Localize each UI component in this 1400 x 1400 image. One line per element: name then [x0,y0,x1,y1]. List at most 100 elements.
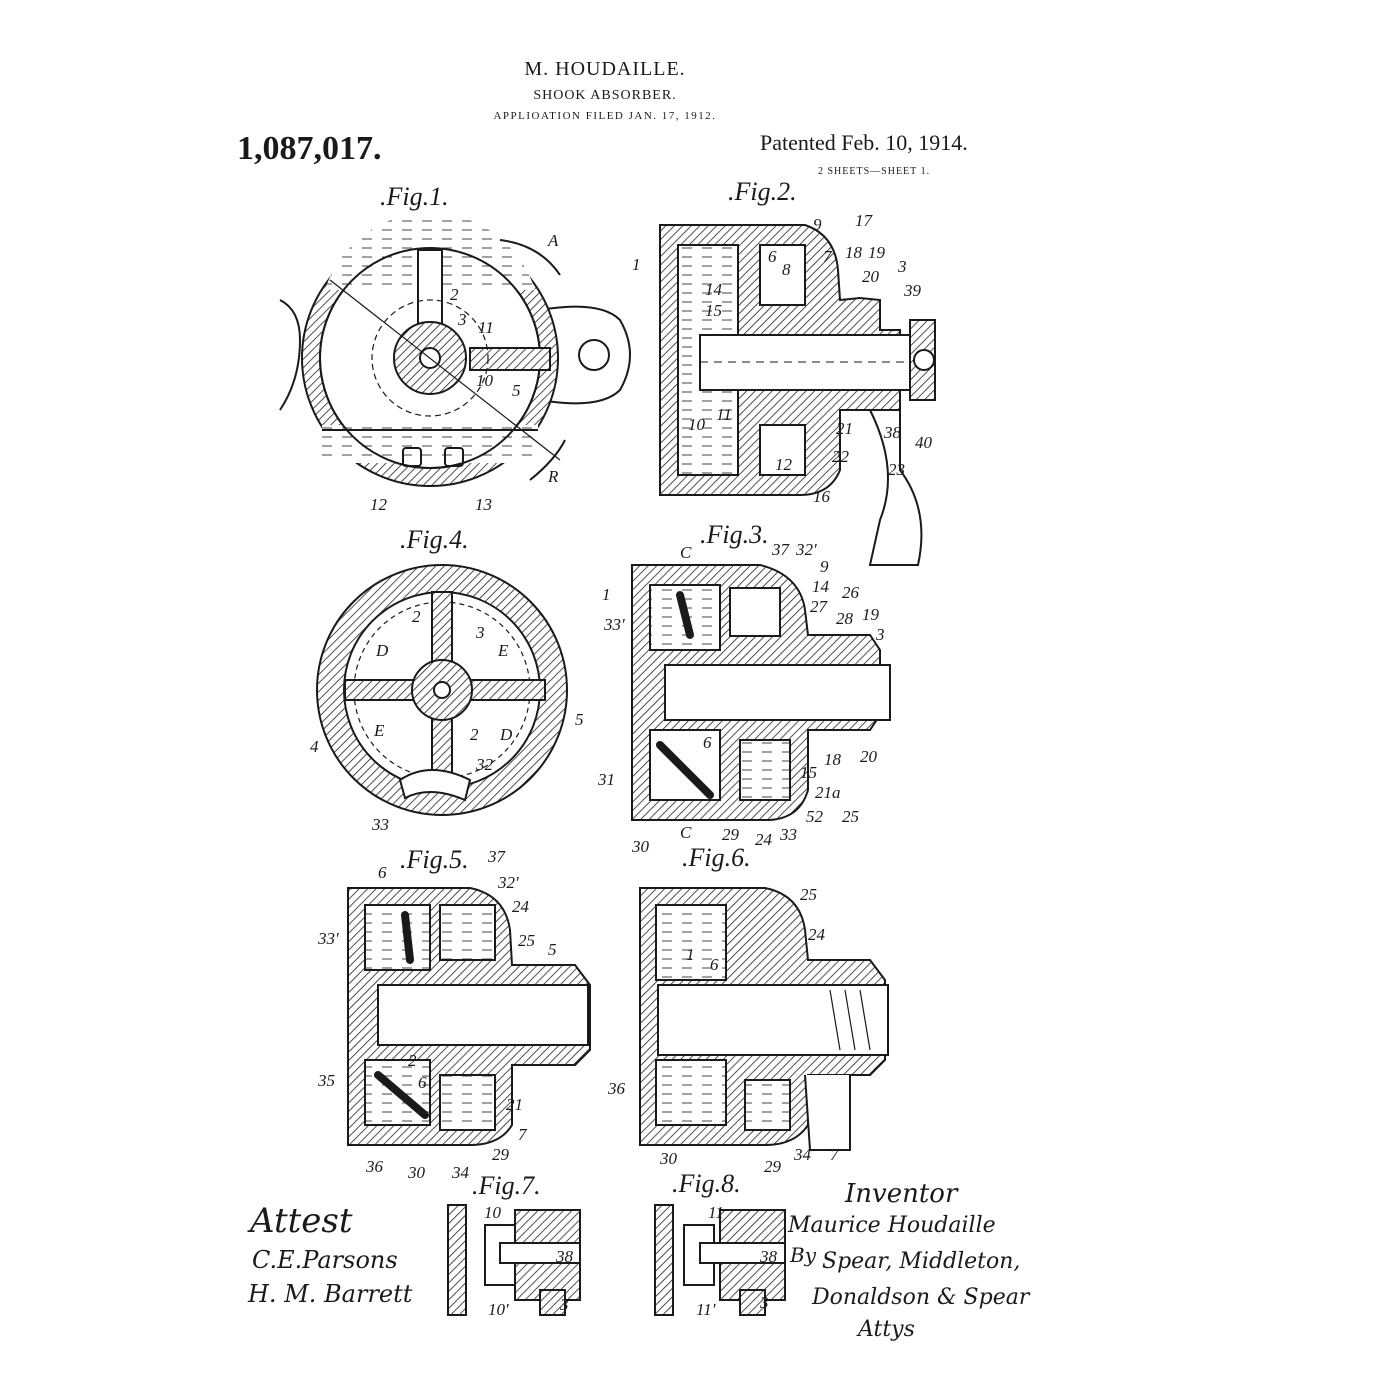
patent-date: Patented Feb. 10, 1914. [760,130,968,155]
application-filed: APPLIOATION FILED JAN. 17, 1912. [493,110,717,122]
ref-label: 11 [708,1203,724,1222]
fig2-label: .Fig.2. [728,177,797,206]
ref-label: 6 [710,955,719,974]
ref-label: 39 [903,281,922,300]
fig6-label: .Fig.6. [682,843,751,872]
ref-label: 30 [659,1149,678,1168]
ref-label: 2 [412,607,421,626]
ref-label: 24 [755,830,773,849]
ref-label: 37 [487,847,507,866]
ref-label: 5 [512,381,521,400]
ref-label: 28 [836,609,854,628]
fig6-drawing [639,887,889,1151]
ref-label: 15 [705,301,722,320]
ref-label: 6 [418,1073,427,1092]
ref-label: 34 [451,1163,470,1182]
ref-label: 24 [512,897,530,916]
ref-label: A [547,231,559,250]
ref-label: 18 [824,750,842,769]
fig5-drawing [347,887,591,1146]
attorney-by: By [789,1243,817,1267]
ref-label: 6 [378,863,387,882]
inventor-signature: Maurice Houdaille [787,1213,996,1238]
fig4-drawing [316,564,568,816]
ref-label: 14 [705,280,723,299]
ref-label: 33' [317,929,339,948]
ref-label: 11 [716,405,732,424]
ref-label: 3 [759,1293,769,1312]
ref-label: 19 [868,243,886,262]
ref-label: 15 [800,763,817,782]
ref-label: 32 [475,755,494,774]
ref-label: 38 [555,1247,574,1266]
ref-label: 32' [795,540,817,559]
witness-signature-1: C.E.Parsons [252,1246,398,1274]
ref-label: D [499,725,513,744]
ref-label: 3 [475,623,485,642]
ref-label: 12 [370,495,388,514]
inventor-label: Inventor [844,1179,959,1209]
ref-label: 9 [820,557,829,576]
ref-label: 52 [806,807,824,826]
ref-label: 10 [484,1203,502,1222]
ref-label: C [680,823,692,842]
ref-label: E [373,721,385,740]
ref-label: 9 [813,215,822,234]
ref-label: 40 [915,433,933,452]
ref-label: C [680,543,692,562]
ref-label: 7 [823,247,833,266]
ref-label: 14 [812,577,830,596]
ref-label: 1 [632,255,641,274]
fig1-label: .Fig.1. [380,182,449,211]
ref-label: 6 [703,733,712,752]
ref-label: 10 [688,415,706,434]
ref-label: E [497,641,509,660]
ref-label: D [375,641,389,660]
ref-label: 7 [518,1125,528,1144]
ref-label: 25 [518,931,535,950]
attest-label: Attest [247,1201,353,1241]
ref-label: 11' [696,1300,716,1319]
fig7-label: .Fig.7. [472,1171,541,1200]
ref-label: 38 [759,1247,778,1266]
ref-label: 19 [862,605,880,624]
fig2-drawing [659,224,936,566]
inventor-name: M. HOUDAILLE. [524,58,686,80]
ref-label: 7 [830,1145,840,1164]
attorney-label: Attys [856,1317,915,1342]
ref-label: 21 [836,419,853,438]
fig5-label: .Fig.5. [400,845,469,874]
ref-label: 37 [771,540,791,559]
fig4-label: .Fig.4. [400,525,469,554]
patent-number: 1,087,017. [237,130,382,167]
ref-label: 16 [813,487,831,506]
fig3-label: .Fig.3. [700,520,769,549]
ref-label: 10' [488,1300,509,1319]
ref-label: 2 [450,285,459,304]
ref-label: 11 [478,318,494,337]
ref-label: 36 [365,1157,384,1176]
ref-label: 36 [607,1079,626,1098]
ref-label: 2 [408,1051,417,1070]
ref-label: 3 [559,1295,569,1314]
attorney-signature-1: Spear, Middleton, [822,1249,1020,1274]
ref-label: R [547,467,559,486]
ref-label: 29 [764,1157,782,1176]
fig8-drawing [654,1204,786,1316]
ref-label: 21 [506,1095,523,1114]
ref-label: 24 [808,925,826,944]
fig8-label: .Fig.8. [672,1169,741,1198]
ref-label: 10 [476,371,494,390]
ref-label: 29 [722,825,740,844]
ref-label: 13 [475,495,492,514]
ref-label: 31 [597,770,615,789]
ref-label: 1 [686,945,695,964]
attorney-signature-2: Donaldson & Spear [811,1285,1031,1310]
ref-label: 12 [775,455,793,474]
ref-label: 26 [842,583,860,602]
witness-signature-2: H. M. Barrett [247,1280,413,1308]
ref-label: 22 [832,447,850,466]
ref-label: 33' [603,615,625,634]
ref-label: 3 [897,257,907,276]
